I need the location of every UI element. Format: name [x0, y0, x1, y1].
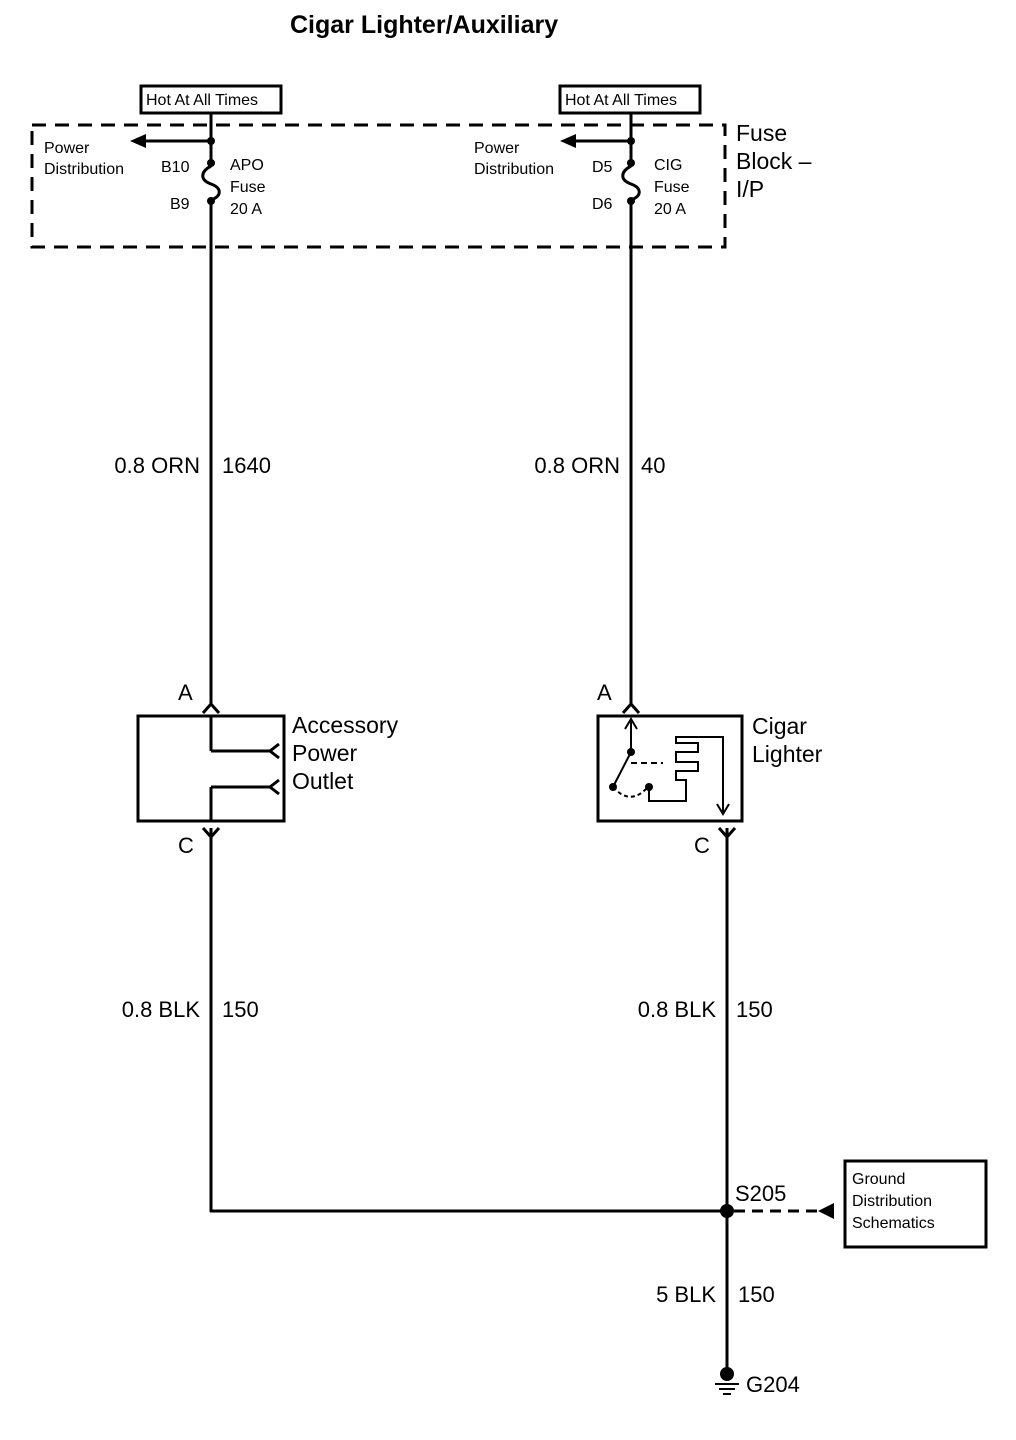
ground-ref-line-1: Ground: [852, 1171, 905, 1188]
lighter-pin-c: C: [694, 833, 710, 858]
left-fuse-rating: 20 A: [230, 201, 262, 218]
outlet-pin-a: A: [178, 680, 193, 705]
right-lower-wire-gauge: 0.8 BLK: [638, 997, 717, 1022]
left-lower-wire-circuit: 150: [222, 997, 259, 1022]
right-fuse-name-2: Fuse: [654, 179, 690, 196]
right-upper-wire-gauge: 0.8 ORN: [534, 453, 620, 478]
right-terminal-top: D5: [592, 159, 613, 176]
right-fuse: [560, 113, 641, 705]
right-fuse-rating: 20 A: [654, 201, 686, 218]
left-terminal-top: B10: [161, 159, 190, 176]
arrow-left-icon: [130, 134, 146, 148]
outlet-pin-c: C: [178, 833, 194, 858]
right-power-dist-1: Power: [474, 140, 520, 157]
fuse-block-outline: [30, 123, 727, 249]
splice-label: S205: [735, 1181, 786, 1206]
left-lower-wire-gauge: 0.8 BLK: [122, 997, 201, 1022]
arrow-left-icon: [560, 134, 576, 148]
hot-label-right-text: Hot At All Times: [565, 92, 677, 109]
lighter-name-2: Lighter: [752, 741, 823, 767]
outlet-name-1: Accessory: [292, 712, 399, 738]
left-power-dist-1: Power: [44, 140, 90, 157]
ground-ref-line-2: Distribution: [852, 1193, 932, 1210]
ground-icon: [715, 1367, 739, 1395]
left-upper-wire-gauge: 0.8 ORN: [114, 453, 200, 478]
ground-distribution-ref: Ground Distribution Schematics: [843, 1159, 988, 1249]
ground-label: G204: [746, 1372, 800, 1397]
ground-ref-line-3: Schematics: [852, 1215, 935, 1232]
fuse-block-name-1: Fuse: [736, 120, 787, 146]
hot-label-right: Hot At All Times: [558, 84, 702, 115]
outlet-name-2: Power: [292, 740, 358, 766]
fuse-block-name-3: I/P: [736, 176, 764, 202]
lighter-pin-a: A: [597, 680, 612, 705]
diagram-title: Cigar Lighter/Auxiliary: [290, 11, 558, 39]
left-upper-wire-circuit: 1640: [222, 453, 271, 478]
ground-wire-gauge: 5 BLK: [656, 1282, 716, 1307]
outlet-name-3: Outlet: [292, 768, 354, 794]
hot-label-left-text: Hot At All Times: [146, 92, 258, 109]
left-fuse-name-1: APO: [230, 157, 264, 174]
left-terminal-bottom: B9: [170, 196, 190, 213]
left-power-dist-2: Distribution: [44, 161, 124, 178]
left-fuse: [130, 113, 221, 705]
cigar-lighter: [596, 701, 744, 840]
hot-label-left: Hot At All Times: [139, 84, 283, 115]
right-upper-wire-circuit: 40: [641, 453, 665, 478]
left-fuse-name-2: Fuse: [230, 179, 266, 196]
accessory-power-outlet: [136, 701, 286, 840]
lighter-name-1: Cigar: [752, 713, 807, 739]
right-lower-wire-circuit: 150: [736, 997, 773, 1022]
right-power-dist-2: Distribution: [474, 161, 554, 178]
ground-wire-circuit: 150: [738, 1282, 775, 1307]
right-fuse-name-1: CIG: [654, 157, 682, 174]
fuse-block-name-2: Block –: [736, 148, 812, 174]
arrow-left-icon: [818, 1203, 834, 1219]
right-terminal-bottom: D6: [592, 196, 613, 213]
splice-dot: [720, 1204, 734, 1218]
